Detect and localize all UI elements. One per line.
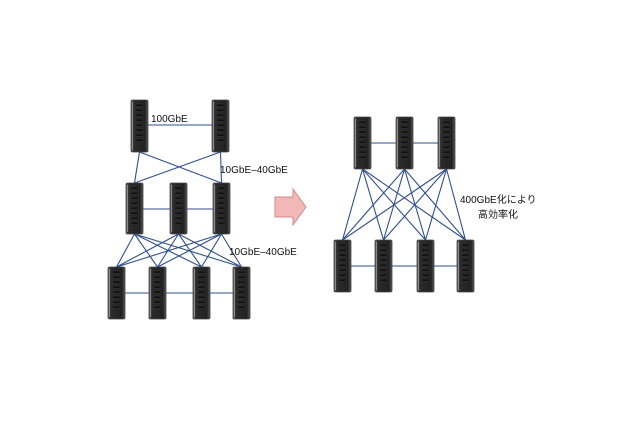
- aggregation-server: [125, 182, 144, 235]
- core-server: [211, 99, 230, 153]
- spine-server: [353, 116, 372, 170]
- spine-leaf-link: [424, 168, 448, 241]
- spine-leaf-link: [341, 168, 364, 241]
- spine-server: [437, 116, 456, 170]
- access-server: [148, 266, 167, 320]
- leaf-server: [333, 239, 352, 293]
- aggregation-server: [169, 182, 188, 235]
- core-server: [130, 99, 149, 153]
- spine-server: [395, 116, 414, 170]
- spine-leaf-link: [342, 168, 447, 241]
- leaf-server: [416, 239, 435, 293]
- top-link-label: 100GbE: [151, 114, 188, 125]
- right-arrow-icon: [274, 187, 307, 227]
- agg-access-link: [134, 233, 242, 268]
- agg-access-link: [116, 233, 222, 268]
- leaf-server: [374, 239, 393, 293]
- spine-leaf-link: [445, 168, 467, 241]
- agg-access-link: [157, 233, 222, 268]
- core-agg-link: [139, 151, 222, 184]
- agg-access-link: [116, 233, 135, 268]
- aggregation-server: [212, 182, 231, 235]
- spine-leaf-link: [362, 168, 466, 241]
- spine-leaf-link: [404, 168, 466, 241]
- access-server: [192, 266, 211, 320]
- spine-leaf-link: [342, 168, 405, 241]
- agg-access-link: [221, 233, 242, 268]
- right-servers: [333, 116, 475, 293]
- agg-access-link: [201, 233, 222, 268]
- spine-leaf-link: [383, 168, 447, 241]
- efficiency-label-line1: 400GbE化により: [460, 193, 537, 206]
- agg-access-link: [116, 233, 179, 268]
- right-topology: 400GbE化により 高効率化: [333, 116, 537, 293]
- left-topology: 100GbE 10GbE–40GbE 10GbE–40GbE: [107, 99, 297, 320]
- core-agg-link: [219, 151, 223, 184]
- agg-access-link: [178, 233, 242, 268]
- left-servers: [107, 99, 251, 320]
- mid-link-label: 10GbE–40GbE: [220, 165, 288, 176]
- left-links: [116, 124, 242, 294]
- right-links: [341, 142, 467, 267]
- core-agg-link: [134, 151, 221, 184]
- bottom-link-label: 10GbE–40GbE: [229, 247, 297, 258]
- leaf-server: [456, 239, 475, 293]
- access-server: [232, 266, 251, 320]
- efficiency-label-line2: 高効率化: [478, 208, 518, 221]
- access-server: [107, 266, 126, 320]
- agg-access-link: [134, 233, 158, 268]
- core-agg-link: [133, 151, 141, 184]
